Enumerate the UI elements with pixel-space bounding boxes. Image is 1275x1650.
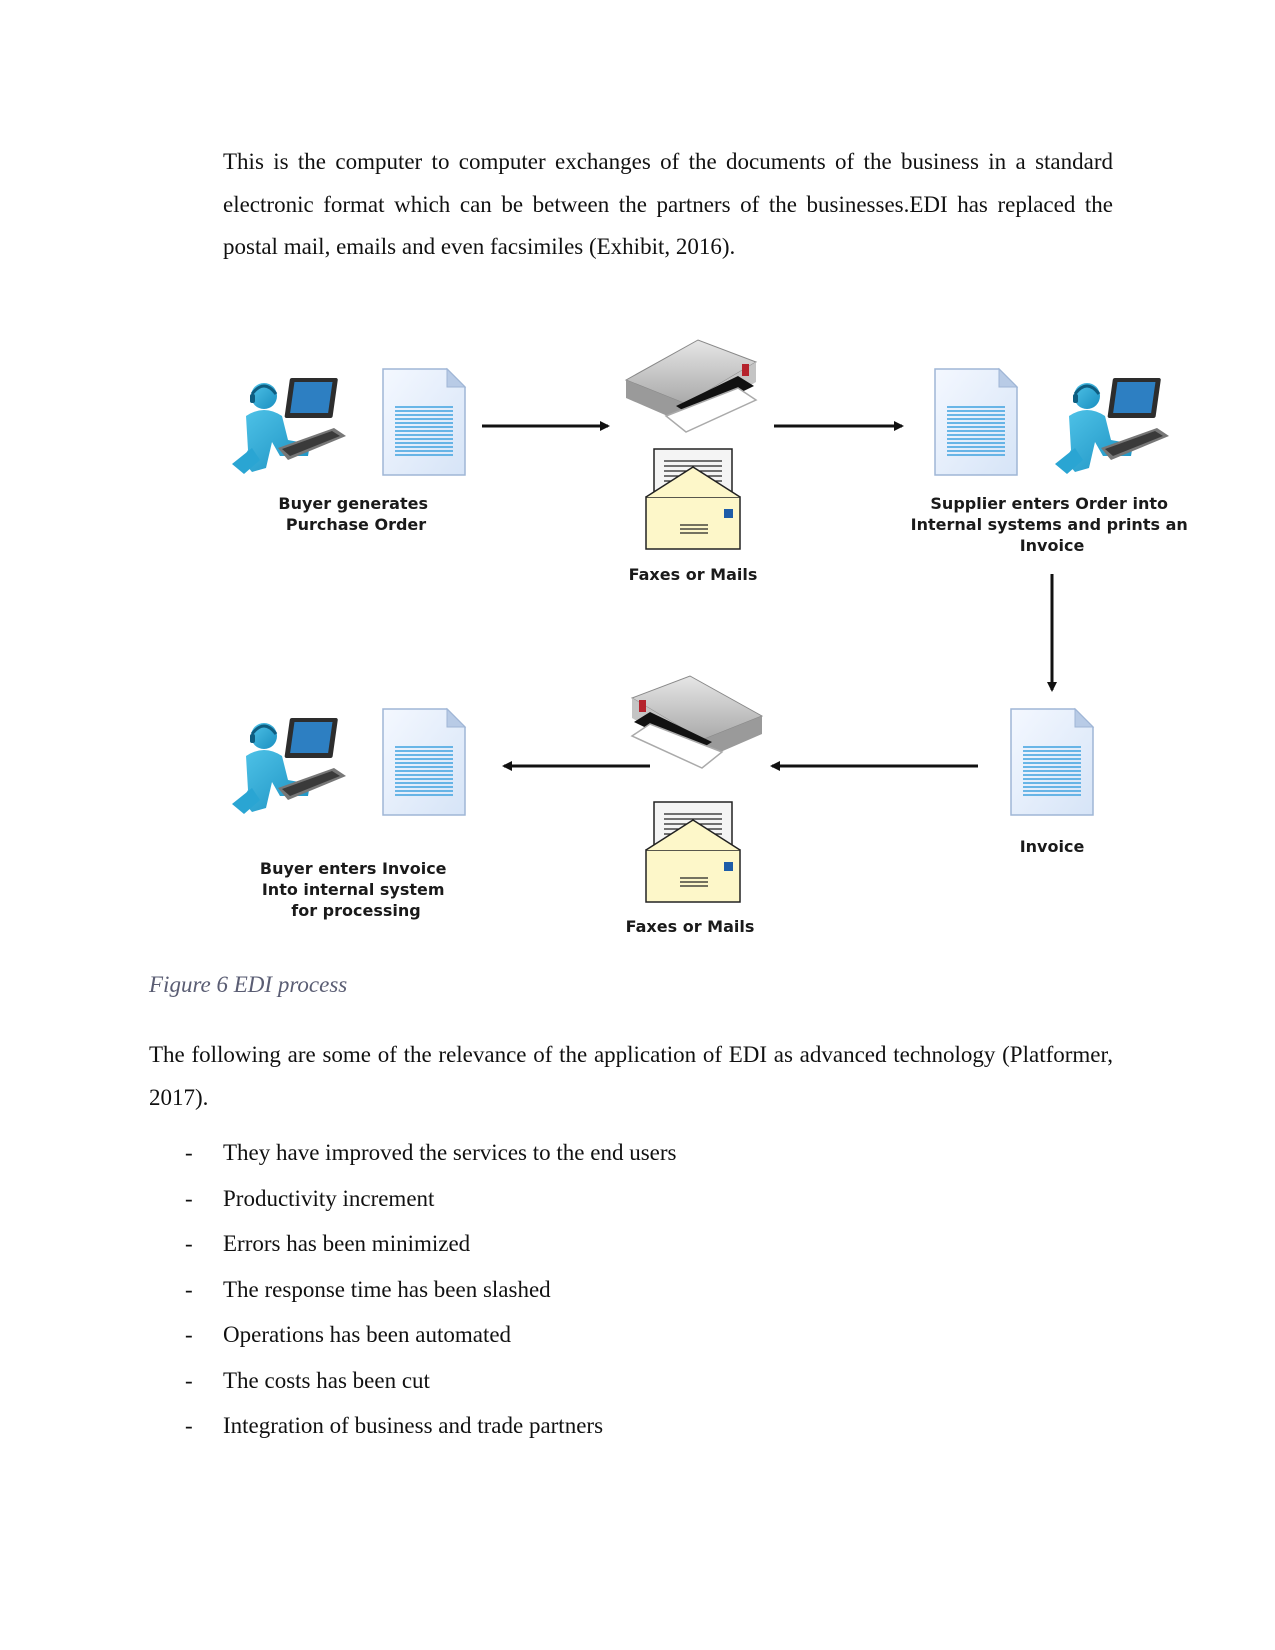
list-item-text: The response time has been slashed — [223, 1276, 551, 1302]
label-invoice: Invoice — [1020, 837, 1085, 856]
label-faxes-top: Faxes or Mails — [629, 565, 758, 584]
list-item-text: Operations has been automated — [223, 1322, 512, 1347]
supplier-person-icon — [1053, 376, 1171, 476]
label-buyer-generates: Buyer generates Purchase Order — [278, 494, 433, 534]
bullet-marker: - — [185, 1367, 193, 1393]
figure-caption: Figure 6 EDI process — [149, 972, 348, 997]
list-item-text: Integration of business and trade partne… — [223, 1413, 604, 1438]
supplier-order-document-icon — [934, 368, 1018, 476]
fax-machine-bottom-icon — [631, 675, 763, 769]
list-item-text: Errors has been minimized — [223, 1231, 471, 1256]
intro-paragraph: This is the computer to computer exchang… — [223, 149, 1113, 259]
list-item-text: Productivity increment — [223, 1185, 435, 1211]
list-item-text: The costs has been cut — [223, 1367, 430, 1393]
fax-machine-top-icon — [625, 339, 757, 433]
bullet-marker: - — [185, 1413, 193, 1438]
label-buyer-enters: Buyer enters Invoice Into internal syste… — [260, 859, 452, 920]
label-faxes-bottom: Faxes or Mails — [626, 917, 755, 936]
envelope-bottom-icon — [645, 801, 741, 903]
bullet-marker: - — [185, 1276, 193, 1302]
bullet-marker: - — [185, 1185, 193, 1211]
bullet-marker: - — [185, 1231, 193, 1256]
buyer-invoice-document-icon — [382, 708, 466, 816]
invoice-document-icon — [1010, 708, 1094, 816]
bullet-marker: - — [185, 1322, 193, 1347]
buyer-person-icon — [230, 376, 348, 476]
label-supplier-enters: Supplier enters Order into Internal syst… — [911, 494, 1194, 555]
relevance-paragraph: The following are some of the relevance … — [149, 1042, 1113, 1110]
purchase-order-document-icon — [382, 368, 466, 476]
buyer-processing-person-icon — [230, 716, 348, 816]
bullet-marker: - — [185, 1140, 193, 1165]
envelope-top-icon — [645, 448, 741, 550]
list-item-text: They have improved the services to the e… — [223, 1140, 677, 1165]
